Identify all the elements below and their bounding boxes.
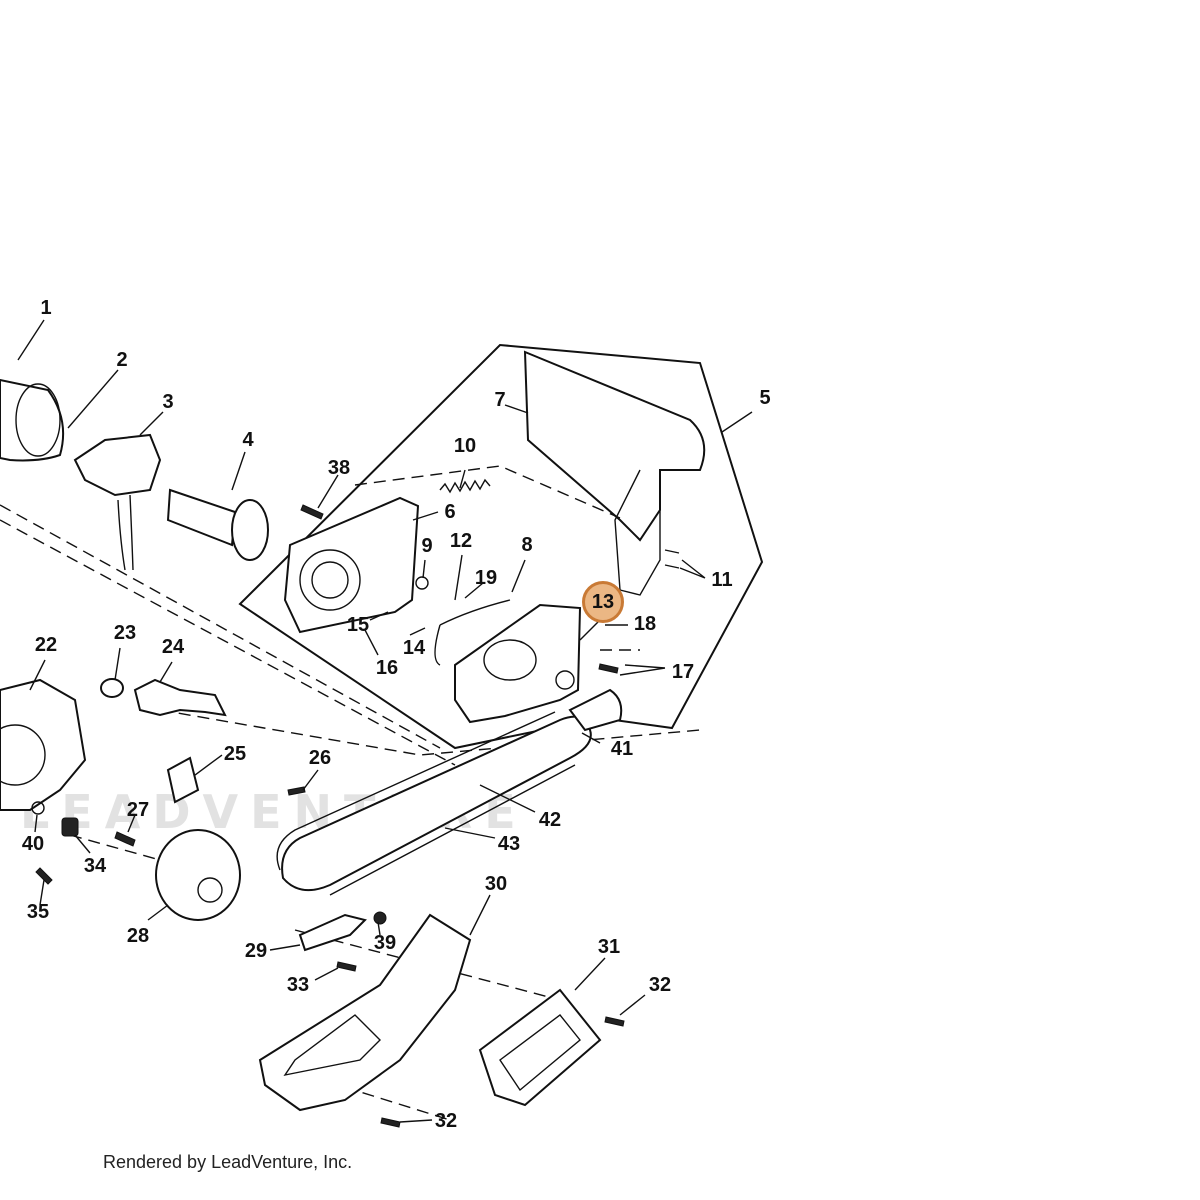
spring bbox=[439, 478, 491, 494]
callout-4[interactable]: 4 bbox=[242, 429, 254, 451]
callout-6[interactable]: 6 bbox=[444, 501, 456, 523]
leader-lines bbox=[17, 319, 753, 1123]
callout-2[interactable]: 2 bbox=[116, 349, 128, 371]
washer-9 bbox=[415, 576, 429, 590]
callout-29[interactable]: 29 bbox=[244, 940, 268, 962]
bar-cover bbox=[568, 688, 623, 732]
screw-38 bbox=[300, 504, 324, 520]
callout-24[interactable]: 24 bbox=[161, 636, 185, 658]
callout-41[interactable]: 41 bbox=[610, 738, 634, 760]
callout-10[interactable]: 10 bbox=[453, 435, 477, 457]
callout-34[interactable]: 34 bbox=[83, 855, 107, 877]
callout-28[interactable]: 28 bbox=[126, 925, 150, 947]
callout-23[interactable]: 23 bbox=[113, 622, 137, 644]
callout-43[interactable]: 43 bbox=[497, 833, 521, 855]
screw-17 bbox=[598, 663, 619, 674]
commutator bbox=[231, 499, 269, 561]
callout-9[interactable]: 9 bbox=[421, 535, 433, 557]
armature bbox=[166, 488, 237, 547]
guide-bar bbox=[281, 715, 592, 892]
callout-12[interactable]: 12 bbox=[449, 530, 473, 552]
callout-22[interactable]: 22 bbox=[34, 634, 58, 656]
callout-30[interactable]: 30 bbox=[484, 873, 508, 895]
trigger-lever bbox=[133, 678, 227, 717]
screw-33 bbox=[336, 961, 357, 972]
motor-mount-ring bbox=[299, 549, 361, 611]
callout-25[interactable]: 25 bbox=[223, 743, 247, 765]
callout-33[interactable]: 33 bbox=[286, 974, 310, 996]
motor-endcap bbox=[15, 383, 61, 457]
callout-38[interactable]: 38 bbox=[327, 457, 351, 479]
callout-40[interactable]: 40 bbox=[21, 833, 45, 855]
callout-19[interactable]: 19 bbox=[474, 567, 498, 589]
gear-case bbox=[0, 678, 87, 811]
callout-8[interactable]: 8 bbox=[521, 534, 533, 556]
callout-35[interactable]: 35 bbox=[26, 901, 50, 923]
callout-14[interactable]: 14 bbox=[402, 637, 426, 659]
callout-13-highlighted[interactable]: 13 bbox=[582, 581, 624, 623]
screw-32-upper bbox=[604, 1016, 625, 1027]
callout-31[interactable]: 31 bbox=[597, 936, 621, 958]
callout-27[interactable]: 27 bbox=[126, 799, 150, 821]
motor-housing bbox=[0, 378, 65, 462]
cap bbox=[100, 678, 124, 698]
hand-guard bbox=[478, 988, 602, 1107]
callout-11[interactable]: 11 bbox=[711, 569, 733, 591]
rear-handle bbox=[258, 913, 472, 1112]
housing-outline bbox=[238, 343, 764, 750]
drive-belt bbox=[434, 599, 511, 666]
callout-32-lower[interactable]: 32 bbox=[434, 1110, 458, 1132]
pin-11 bbox=[664, 549, 680, 569]
housing-half-right bbox=[454, 603, 582, 724]
callout-3[interactable]: 3 bbox=[162, 391, 174, 413]
footer-credit: Rendered by LeadVenture, Inc. bbox=[103, 1152, 353, 1172]
screw-32-lower bbox=[380, 1117, 401, 1128]
callout-39[interactable]: 39 bbox=[373, 932, 397, 954]
nut bbox=[61, 817, 79, 837]
drive-gear bbox=[483, 639, 537, 681]
callout-7[interactable]: 7 bbox=[494, 389, 506, 411]
callout-26[interactable]: 26 bbox=[308, 747, 332, 769]
washer-39 bbox=[373, 911, 387, 925]
washer-40 bbox=[31, 801, 45, 815]
front-handle bbox=[523, 350, 706, 542]
screw-35 bbox=[35, 867, 53, 885]
bar-clamp bbox=[298, 913, 367, 952]
callout-5[interactable]: 5 bbox=[759, 387, 771, 409]
callout-18[interactable]: 18 bbox=[633, 613, 657, 635]
callout-1[interactable]: 1 bbox=[40, 297, 52, 319]
screw-26 bbox=[287, 786, 306, 796]
screw-27 bbox=[114, 831, 136, 847]
callout-42[interactable]: 42 bbox=[538, 809, 562, 831]
callout-15[interactable]: 15 bbox=[346, 614, 370, 636]
field-coil bbox=[73, 433, 162, 497]
callout-16[interactable]: 16 bbox=[375, 657, 399, 679]
mount-plate bbox=[166, 756, 200, 804]
callout-32-upper[interactable]: 32 bbox=[648, 974, 672, 996]
sprocket bbox=[155, 829, 241, 921]
housing-half-left bbox=[283, 496, 420, 634]
callout-17[interactable]: 17 bbox=[671, 661, 695, 683]
